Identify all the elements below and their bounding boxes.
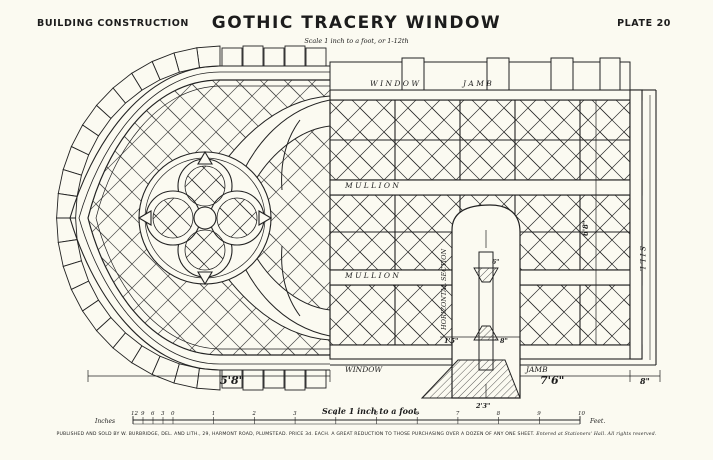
- scale-feet-label: Feet.: [589, 418, 605, 425]
- scale-tick-label: 1: [212, 411, 216, 417]
- plate-title: GOTHIC TRACERY WINDOW: [211, 13, 502, 33]
- voussoir-stone: [196, 45, 221, 69]
- voussoir-stone: [305, 369, 327, 389]
- scale-tick-label: 3: [161, 411, 165, 417]
- scale-note: Scale 1 inch to a foot, or 1-12th: [304, 37, 409, 45]
- scale-tick-label: 10: [578, 411, 585, 417]
- dim-width-left: 5'8": [220, 374, 244, 387]
- dim-jamb-width: 7'6": [540, 374, 564, 387]
- voussoir-stone: [263, 47, 285, 67]
- voussoir-stone: [242, 369, 264, 391]
- jamb-label-bottom: JAMB: [524, 365, 548, 374]
- horizontal-section: [420, 204, 521, 399]
- scale-caption: Scale 1 inch to a foot.: [322, 406, 420, 416]
- scale-tick-label: 4: [333, 411, 338, 417]
- voussoir-stone: [305, 47, 327, 67]
- window-label-bottom: WINDOW: [345, 365, 383, 374]
- scale-tick-label: 0: [171, 411, 175, 417]
- series-title: BUILDING CONSTRUCTION: [37, 18, 189, 29]
- dimension-lines: [87, 99, 661, 398]
- publisher-line: PUBLISHED AND SOLD BY W. BURBRIDGE, DEL.…: [56, 432, 535, 437]
- sill-label: S I L L: [638, 246, 647, 271]
- window-label-top: W I N D O W: [370, 79, 420, 88]
- voussoir-stone: [284, 45, 306, 67]
- jamb-label-top: J A M B: [461, 79, 492, 88]
- scale-tick-label: 9: [141, 411, 145, 417]
- scale-tick-label: 6: [415, 411, 419, 417]
- voussoir-stone: [242, 45, 264, 67]
- publisher-footer: PUBLISHED AND SOLD BY W. BURBRIDGE, DEL.…: [0, 432, 713, 437]
- dim-height: 6'8": [581, 220, 590, 236]
- rights-note: All rights reserved.: [607, 432, 657, 437]
- scale-tick-label: 5: [375, 411, 379, 417]
- dim-sill-depth: 8": [640, 376, 650, 386]
- jamb-blocks: [329, 57, 631, 91]
- entered-note: Entered at Stationers' Hall.: [536, 432, 606, 437]
- horizontal-section-label: HORIZONTAL SECTION: [440, 249, 448, 331]
- scale-tick-label: 6: [151, 411, 155, 417]
- mullion-label-lower: M U L L I O N: [344, 271, 399, 280]
- voussoir-stone: [221, 47, 243, 67]
- scale-bar: [132, 416, 581, 425]
- scale-tick-label: 8: [497, 411, 501, 417]
- plate-number: PLATE 20: [617, 18, 671, 29]
- scale-tick-label: 9: [537, 411, 541, 417]
- voussoir-stone: [284, 369, 306, 391]
- voussoir-stone: [196, 367, 221, 391]
- scale-tick-label: 12: [131, 411, 138, 417]
- scale-tick-label: 2: [251, 411, 256, 417]
- scale-inches-label: Inches: [94, 418, 115, 425]
- dim-section-a: 1'5": [444, 337, 458, 345]
- quatrefoil-tracery: [137, 150, 273, 286]
- mullion-label-upper: M U L L I O N: [344, 181, 399, 190]
- dim-section-d: 6": [492, 259, 499, 266]
- scale-tick-label: 3: [293, 411, 297, 417]
- voussoir-stone: [263, 369, 285, 389]
- dim-section-b: 8": [500, 337, 508, 345]
- dim-section-c: 2'3": [475, 402, 490, 410]
- scale-tick-label: 7: [456, 411, 460, 417]
